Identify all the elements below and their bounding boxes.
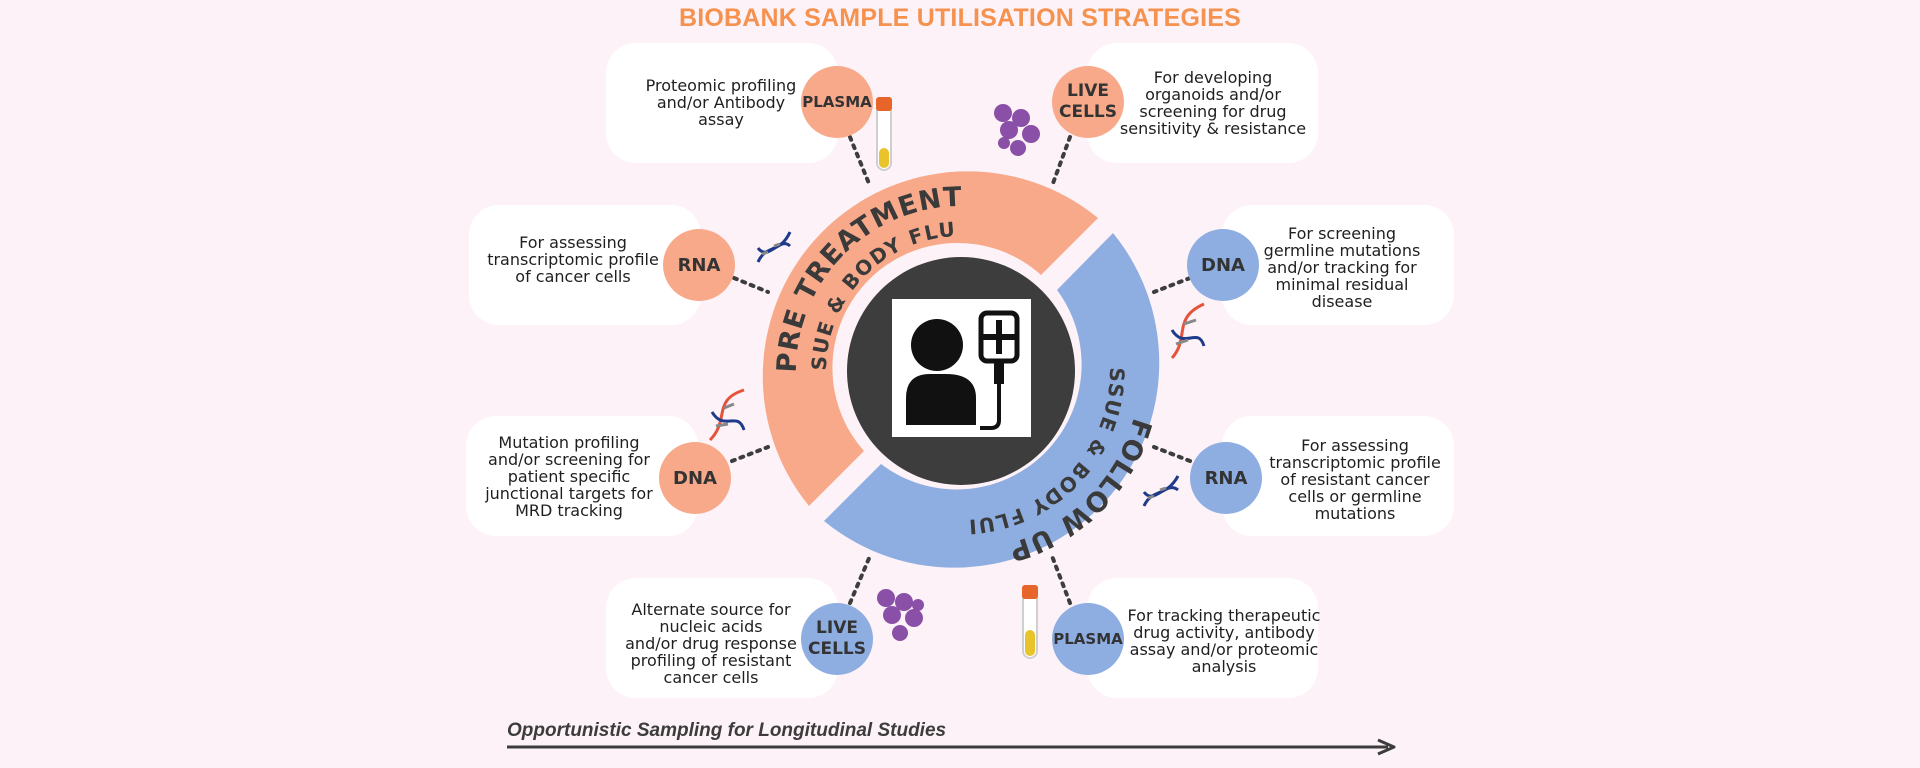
card-fu-dna [1222, 205, 1454, 325]
desc-pre-plasma: Proteomic profiling and/or Antibody assa… [638, 77, 804, 128]
desc-line: MRD tracking [515, 501, 623, 520]
desc-line: profiling of resistant [630, 651, 792, 670]
dna-helix-icon [756, 231, 792, 263]
pre-treatment-ring [762, 171, 1098, 507]
desc-line: mutations [1314, 504, 1396, 523]
desc-line: and/or drug response [625, 634, 797, 653]
footer-label: Opportunistic Sampling for Longitudinal … [507, 720, 947, 741]
badge-label: RNA [677, 254, 721, 276]
desc-line: For screening [1287, 224, 1396, 243]
cell-cluster-icon [994, 104, 1040, 156]
desc-line: sensitivity & resistance [1119, 119, 1307, 138]
badge-label-line: CELLS [808, 639, 866, 659]
badge-fu-plasma: PLASMA [1052, 603, 1124, 675]
desc-line: of resistant cancer [1280, 470, 1430, 489]
desc-line: For tracking therapeutic [1127, 606, 1321, 625]
desc-line: germline mutations [1263, 241, 1421, 260]
desc-line: For assessing [519, 233, 627, 252]
desc-line: disease [1311, 292, 1373, 311]
desc-line: nucleic acids [659, 617, 763, 636]
desc-line: analysis [1191, 657, 1257, 676]
patient-iv-drip-icon [892, 299, 1031, 437]
desc-fu-rna: For assessing transcriptomic profile of … [1262, 437, 1448, 522]
desc-line: minimal residual [1275, 275, 1409, 294]
cell-cluster-icon [877, 589, 924, 641]
badge-label: RNA [1204, 467, 1248, 489]
connector-lines [730, 135, 1192, 605]
desc-line: and/or tracking for [1267, 258, 1417, 277]
desc-line: transcriptomic profile [1269, 453, 1441, 472]
badge-pre-rna: RNA [663, 229, 735, 301]
badge-fu-dna: DNA [1187, 229, 1259, 301]
desc-pre-rna: For assessing transcriptomic profile of … [480, 234, 666, 285]
dna-helix-icon [1170, 302, 1206, 360]
page-title: BIOBANK SAMPLE UTILISATION STRATEGIES [678, 4, 1242, 32]
desc-fu-plasma: For tracking therapeutic drug activity, … [1118, 607, 1330, 675]
card-fu-plasma [1087, 578, 1318, 698]
badge-label-line: CELLS [1059, 102, 1117, 122]
desc-line: For assessing [1301, 436, 1409, 455]
desc-line: cancer cells [663, 668, 759, 687]
badge-label: DNA [673, 467, 717, 489]
desc-fu-dna: For screening germline mutations and/or … [1254, 225, 1430, 310]
desc-line: patient specific [507, 467, 631, 486]
dna-helix-icon [708, 388, 746, 442]
desc-line: junctional targets for [485, 484, 653, 503]
badge-pre-dna: DNA [659, 442, 731, 514]
desc-line: assay [698, 110, 744, 129]
desc-line: assay and/or proteomic [1129, 640, 1319, 659]
blood-tube-icon [876, 97, 892, 171]
desc-line: drug activity, antibody [1133, 623, 1315, 642]
follow-up-ring [824, 233, 1160, 568]
desc-pre-live-cells: For developing organoids and/or screenin… [1110, 69, 1316, 137]
card-pre-plasma [606, 43, 838, 163]
badge-label: DNA [1201, 254, 1245, 276]
desc-line: cells or germline [1288, 487, 1422, 506]
desc-line: Alternate source for [631, 600, 791, 619]
desc-line: of cancer cells [515, 267, 631, 286]
badge-label-line: LIVE [1067, 81, 1109, 101]
desc-line: and/or screening for [488, 450, 650, 469]
desc-line: organoids and/or [1145, 85, 1281, 104]
badge-fu-rna: RNA [1190, 442, 1262, 514]
desc-pre-dna: Mutation profiling and/or screening for … [476, 434, 662, 519]
desc-line: Proteomic profiling [645, 76, 797, 95]
desc-line: Mutation profiling [498, 433, 640, 452]
desc-line: For developing [1153, 68, 1273, 87]
card-pre-live-cells [1087, 43, 1318, 163]
desc-line: and/or Antibody [656, 93, 786, 112]
desc-line: transcriptomic profile [487, 250, 659, 269]
timeline-arrow [507, 738, 1396, 756]
card-pre-rna [469, 205, 701, 325]
dna-helix-icon [1142, 475, 1180, 507]
badge-label: PLASMA [802, 93, 872, 111]
badge-label: PLASMA [1053, 630, 1123, 648]
card-fu-live-cells [606, 578, 838, 698]
badge-pre-plasma: PLASMA [801, 66, 873, 138]
badge-label-line: LIVE [816, 618, 858, 638]
desc-line: screening for drug [1139, 102, 1287, 121]
desc-fu-live-cells: Alternate source for nucleic acids and/o… [618, 601, 804, 686]
blood-tube-icon [1022, 585, 1038, 659]
